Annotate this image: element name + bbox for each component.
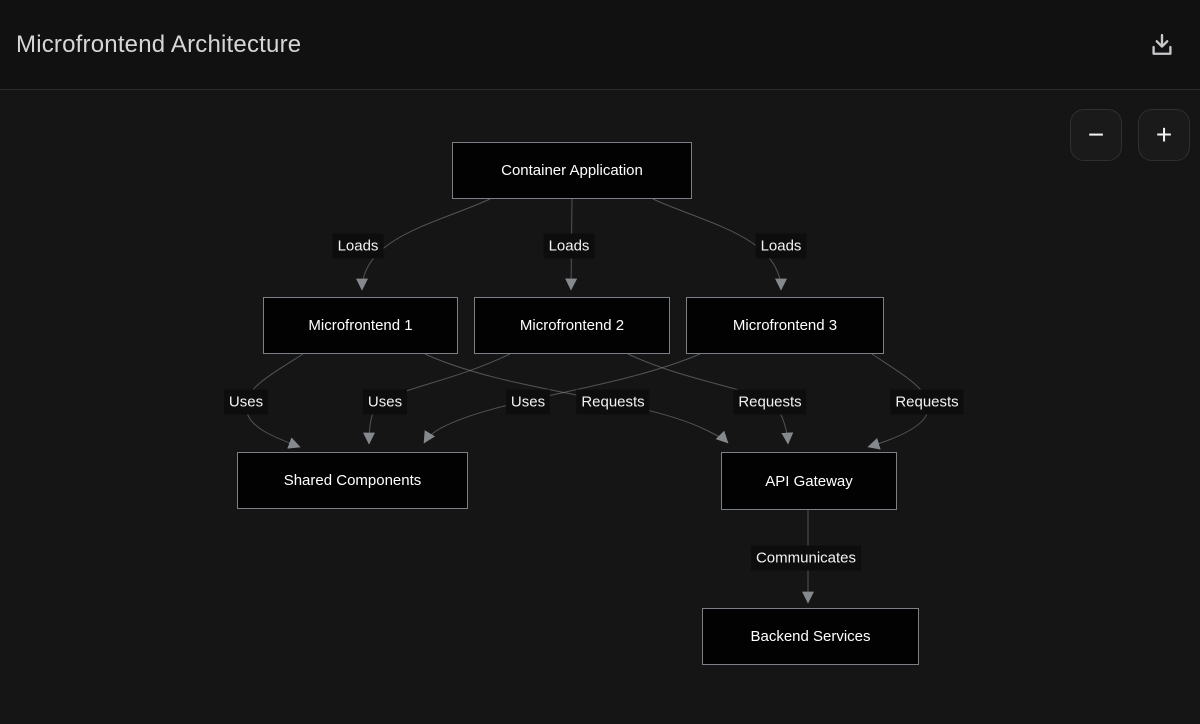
edge-label-uses-2: Uses: [362, 389, 408, 415]
node-container-application: Container Application: [452, 142, 692, 199]
edge-label-requests-1: Requests: [576, 389, 650, 415]
zoom-in-button[interactable]: +: [1138, 109, 1190, 161]
download-button[interactable]: [1147, 30, 1177, 60]
node-microfrontend-1: Microfrontend 1: [263, 297, 458, 354]
edge-label-requests-3: Requests: [890, 389, 964, 415]
node-microfrontend-2: Microfrontend 2: [474, 297, 670, 354]
download-icon: [1148, 31, 1176, 59]
page-title: Microfrontend Architecture: [16, 30, 302, 58]
edge-label-requests-2: Requests: [733, 389, 807, 415]
edge-mf1-to-api: [424, 353, 729, 444]
edge-label-loads-1: Loads: [332, 233, 384, 259]
node-backend-services: Backend Services: [702, 608, 919, 665]
edge-mf3-to-shared: [423, 353, 701, 444]
edge-container-to-mf3: [652, 198, 787, 291]
diagram-canvas[interactable]: Container Application Microfrontend 1 Mi…: [0, 90, 1200, 724]
edge-container-to-mf1: [356, 198, 491, 291]
header-bar: Microfrontend Architecture: [0, 0, 1200, 90]
edge-label-loads-2: Loads: [543, 233, 595, 259]
node-microfrontend-3: Microfrontend 3: [686, 297, 884, 354]
edge-label-uses-1: Uses: [223, 389, 269, 415]
node-shared-components: Shared Components: [237, 452, 468, 509]
edge-label-uses-3: Uses: [505, 389, 551, 415]
zoom-out-button[interactable]: −: [1070, 109, 1122, 161]
node-api-gateway: API Gateway: [721, 452, 897, 510]
edge-label-loads-3: Loads: [755, 233, 807, 259]
edge-label-communicates: Communicates: [750, 545, 862, 571]
